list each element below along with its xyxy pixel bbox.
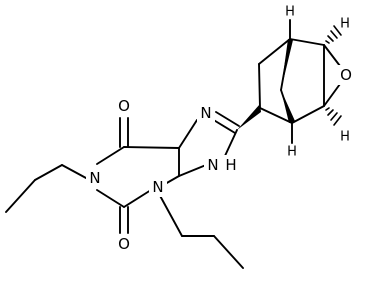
bond-cb-cc (258, 38, 291, 65)
bond-n7-c8-b (215, 111, 240, 127)
wedge-bond-bridge-up (281, 39, 293, 90)
atom-h-bottom-right: H (340, 130, 350, 145)
atom-o-epoxide: O (340, 66, 352, 84)
bond-c6-n1 (96, 146, 125, 165)
bond-n1-propyl-1 (61, 164, 87, 179)
bond-n1-c2 (96, 189, 125, 208)
bond-n9-c4 (178, 164, 207, 177)
atom-o6: O (118, 97, 130, 115)
atom-h9: H (225, 156, 236, 174)
hash-bond-lower-h (325, 107, 342, 126)
atom-n7: N (200, 104, 211, 122)
bond-c8-n9 (223, 129, 238, 159)
atom-n1: N (89, 169, 100, 187)
atom-h-bottom-left: H (287, 145, 297, 160)
bond-n3-propyl-1 (157, 191, 183, 237)
bond-propyl-2-3 (5, 179, 36, 213)
bond-propyl-b-2-3 (213, 235, 244, 269)
atom-n9: N (207, 156, 218, 174)
bond-cc-cd (289, 38, 325, 46)
atom-n3: N (152, 178, 163, 196)
bond-c2-n3 (123, 189, 152, 208)
bond-cd-oxygen (323, 44, 341, 67)
hash-bond-upper-h (325, 25, 342, 44)
bond-n3-c4 (164, 175, 180, 185)
bond-c5-c6 (123, 146, 180, 149)
atom-h-top-left: H (285, 5, 295, 20)
bond-oxygen-ce (323, 83, 341, 107)
bond-c5-n7 (178, 119, 198, 149)
bond-n7-c8-a (211, 118, 236, 134)
wedge-bond-bridge-down (281, 90, 295, 123)
bond-ce-cf (291, 105, 325, 124)
stereo-layer (237, 25, 342, 130)
bond-propyl-1-2 (34, 164, 63, 181)
atom-label-layer: O O N N N N H O H H H H (86, 5, 355, 254)
bond-ca-cb (258, 63, 261, 109)
wedge-bond-c8-bicycle (237, 104, 261, 130)
bond-cf-ca (259, 107, 293, 124)
atom-o2: O (118, 235, 130, 253)
atom-h-top-right: H (340, 17, 350, 32)
